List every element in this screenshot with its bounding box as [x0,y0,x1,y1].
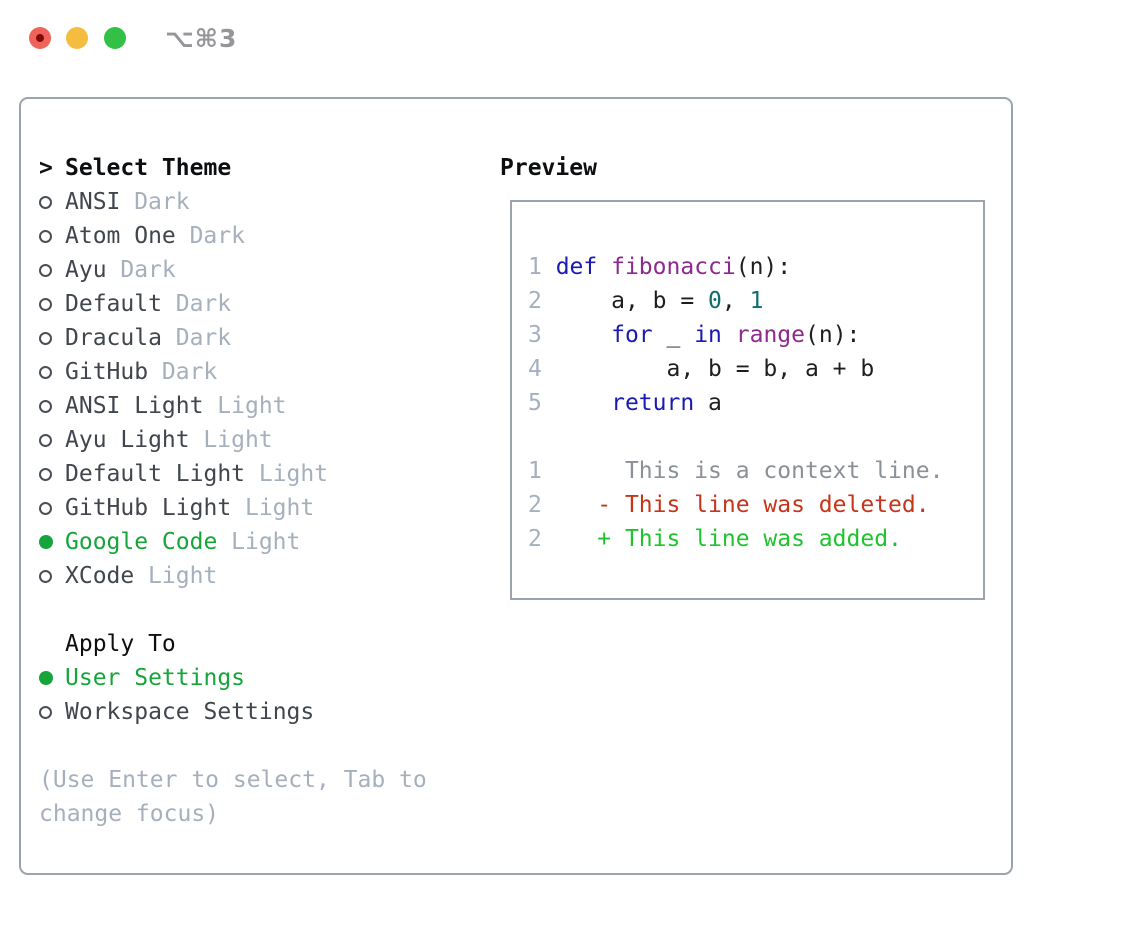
theme-name: Dracula [65,325,162,351]
close-traffic-light-icon[interactable] [29,27,51,49]
theme-variant: Light [258,461,329,487]
apply-option-label: Workspace Settings [65,699,315,725]
theme-name: GitHub [65,359,149,385]
radio-unselected-icon [39,399,52,413]
apply-option-label: User Settings [65,665,246,691]
theme-variant: Light [217,393,287,419]
radio-unselected-icon [39,297,52,311]
theme-name: Google Code [65,529,218,555]
radio-unselected-icon [39,195,52,209]
theme-variant: Light [148,563,218,589]
code-line: 2 a, b = 0, 1 [528,288,764,314]
theme-name: GitHub Light [65,495,232,521]
radio-unselected-icon [39,365,52,379]
keyboard-hint-text: (Use Enter to select, Tab to change focu… [39,767,427,827]
keyboard-shortcut-label: ⌥⌘3 [165,24,238,53]
theme-item[interactable]: Dracula Dark [39,321,479,355]
theme-item[interactable]: Ayu Dark [39,253,479,287]
theme-variant: Dark [161,359,218,385]
minimize-traffic-light-icon[interactable] [66,27,88,49]
titlebar: ⌥⌘3 [0,0,1140,76]
radio-unselected-icon [39,263,52,277]
radio-selected-icon [39,535,53,549]
theme-name: Default Light [65,461,246,487]
theme-item[interactable]: GitHub Light Light [39,491,479,525]
theme-item[interactable]: Default Dark [39,287,479,321]
code-line: 4 a, b = b, a + b [528,356,875,382]
apply-option[interactable]: User Settings [39,661,479,695]
code-line: 1 This is a context line. [528,458,944,484]
apply-to-title: Apply To [65,631,176,657]
theme-variant: Light [231,529,301,555]
code-line: 2 - This line was deleted. [528,492,930,518]
theme-variant: Light [203,427,273,453]
theme-variant: Dark [175,291,232,317]
theme-variant: Dark [134,189,190,215]
code-line [528,420,983,454]
apply-option[interactable]: Workspace Settings [39,695,479,729]
theme-variant: Light [244,495,315,521]
apply-to-header: Apply To [39,627,479,661]
theme-item[interactable]: GitHub Dark [39,355,479,389]
radio-unselected-icon [39,433,52,447]
zoom-traffic-light-icon[interactable] [104,27,126,49]
theme-name: XCode [65,563,135,589]
radio-unselected-icon [39,229,52,243]
theme-item[interactable]: XCode Light [39,559,479,593]
code-line: 2 + This line was added. [528,526,902,552]
code-line: 5 return a [528,390,722,416]
theme-item[interactable]: Google Code Light [39,525,479,559]
theme-variant: Dark [189,223,245,249]
radio-unselected-icon [39,569,52,583]
code-preview: 1 def fibonacci(n): 2 a, b = 0, 1 3 for _ … [528,250,983,556]
theme-name: Default [65,291,162,317]
focus-pointer-icon: > [39,155,53,181]
radio-unselected-icon [39,705,52,719]
radio-unselected-icon [39,331,52,345]
code-line: 3 for _ in range(n): [528,322,861,348]
theme-item[interactable]: ANSI Light Light [39,389,479,423]
preview-title: Preview [500,155,597,181]
theme-item[interactable]: Default Light Light [39,457,479,491]
theme-item[interactable]: Ayu Light Light [39,423,479,457]
select-theme-header: > Select Theme [39,151,479,185]
theme-name: ANSI Light [65,393,204,419]
spacer [39,593,479,627]
theme-name: Ayu [65,257,107,283]
spacer [39,729,479,763]
select-theme-title: Select Theme [65,155,232,181]
theme-name: ANSI [65,189,121,215]
theme-item[interactable]: ANSI Dark [39,185,479,219]
theme-name: Atom One [65,223,176,249]
code-line: 1 def fibonacci(n): [528,254,792,280]
radio-selected-icon [39,671,53,685]
theme-variant: Dark [175,325,232,351]
theme-variant: Dark [120,257,176,283]
preview-pane: 1 def fibonacci(n): 2 a, b = 0, 1 3 for _ … [510,200,985,600]
radio-unselected-icon [39,467,52,481]
radio-unselected-icon [39,501,52,515]
unsaved-dot-icon [36,34,44,42]
theme-name: Ayu Light [65,427,190,453]
theme-item[interactable]: Atom One Dark [39,219,479,253]
